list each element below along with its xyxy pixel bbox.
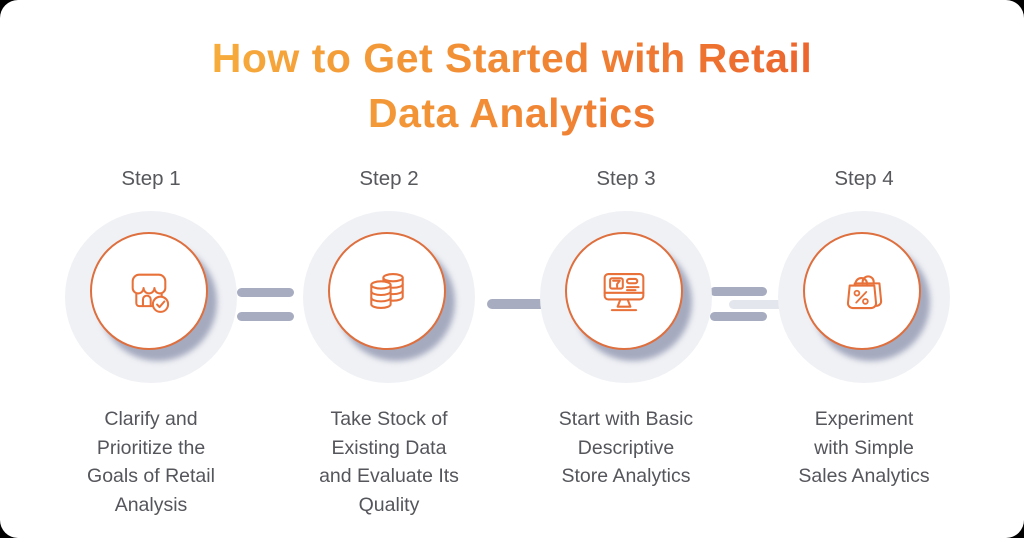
step-3-description-line: Descriptive	[577, 436, 675, 459]
step-3-description-line: Start with Basic	[558, 408, 694, 430]
connector-1-2-bottom-bar	[237, 312, 294, 321]
monitor-analytics-icon	[603, 273, 645, 312]
step-4-description-line: with Simple	[814, 436, 914, 459]
connector-3-4-top-bar	[710, 287, 767, 296]
step-3-description: Start with Basic Descriptive Store Analy…	[508, 405, 744, 491]
step-2-label: Step 2	[359, 167, 419, 190]
step-3-label: Step 3	[596, 167, 656, 190]
step-3-circle	[540, 211, 712, 383]
step-4-description-line: Experiment	[814, 408, 914, 430]
step-2-description-line: and Evaluate Its	[319, 465, 459, 487]
step-2-description-line: Take Stock of	[330, 408, 448, 430]
step-4-description-line: Sales Analytics	[798, 465, 930, 487]
step-4-inner-circle	[803, 232, 921, 350]
step-4-circle	[778, 211, 950, 383]
step-3-inner-circle	[565, 232, 683, 350]
step-1-description-line: Clarify and	[104, 408, 198, 430]
step-2-inner-circle	[328, 232, 446, 350]
connector-3-4-bottom-bar	[710, 312, 767, 321]
shopping-bag-percent-icon	[846, 275, 883, 310]
title-line-1: How to Get Started with Retail	[211, 35, 813, 81]
connector-2-3-bar	[487, 299, 568, 309]
step-1-description-line: Goals of Retail	[87, 465, 215, 487]
step-1-description-line: Analysis	[114, 493, 188, 516]
storefront-check-icon	[131, 273, 170, 313]
step-1-inner-circle	[90, 232, 208, 350]
step-1-description-line: Prioritize the	[96, 436, 206, 459]
title-line-2: Data Analytics	[367, 90, 657, 136]
step-1-circle	[65, 211, 237, 383]
step-1-label: Step 1	[121, 167, 181, 190]
step-2-circle	[303, 211, 475, 383]
step-2-description: Take Stock of Existing Data and Evaluate…	[271, 405, 507, 519]
page-title: How to Get Started with Retail Data Anal…	[0, 31, 1024, 141]
step-4-description: Experiment with Simple Sales Analytics	[746, 405, 982, 491]
connector-1-2-top-bar	[237, 288, 294, 297]
step-2-description-line: Quality	[358, 493, 420, 516]
step-4-label: Step 4	[834, 167, 894, 190]
step-3-description-line: Store Analytics	[561, 465, 691, 487]
step-2-description-line: Existing Data	[331, 436, 447, 459]
database-icon	[370, 273, 404, 309]
connector-3-4-middle-bar	[729, 300, 786, 309]
step-1-description: Clarify and Prioritize the Goals of Reta…	[33, 405, 269, 519]
